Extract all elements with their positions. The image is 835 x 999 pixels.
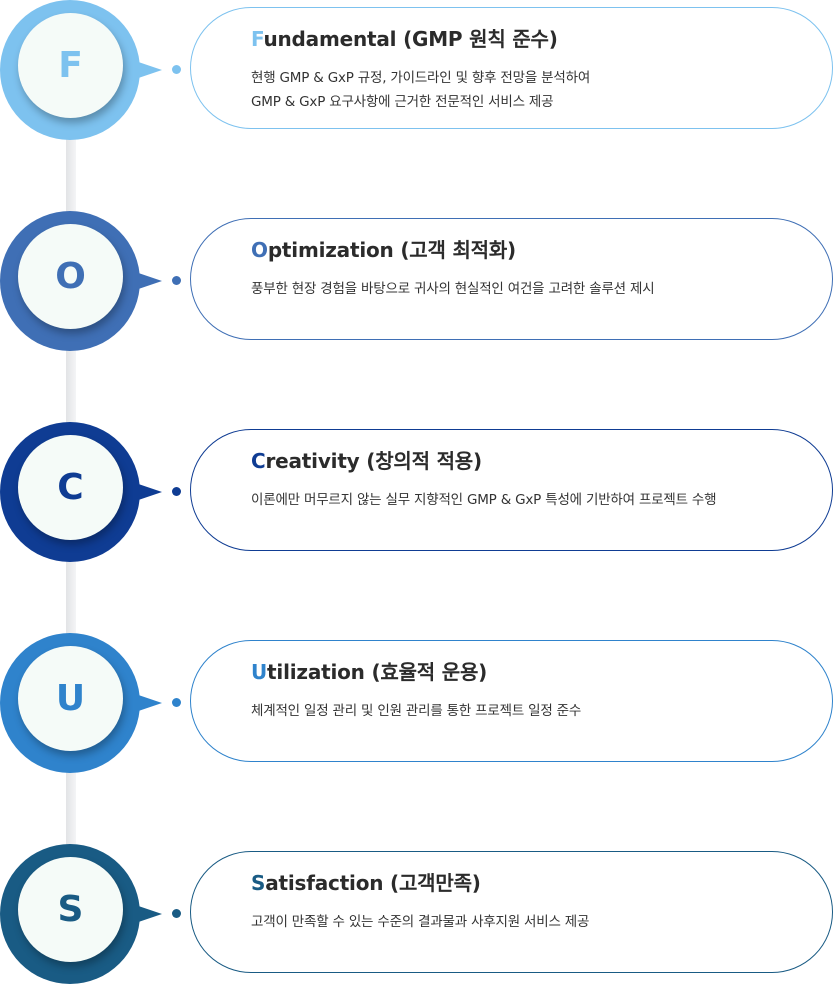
letter-u: U <box>55 677 86 719</box>
item-description: 이론에만 머무르지 않는 실무 지향적인 GMP & GxP 특성에 기반하여 … <box>251 488 717 512</box>
description-card: Creativity (창의적 적용) 이론에만 머무르지 않는 실무 지향적인… <box>190 429 833 551</box>
item-title: Satisfaction (고객만족) <box>251 867 481 896</box>
title-rest: reativity (창의적 적용) <box>265 449 482 473</box>
description-card: Optimization (고객 최적화) 풍부한 현장 경험을 바탕으로 귀사… <box>190 218 833 340</box>
connector-dot <box>172 909 181 918</box>
letter-badge: S <box>18 857 123 962</box>
focus-item-utilization: U Utilization (효율적 운용) 체계적인 일정 관리 및 인원 관… <box>0 633 835 773</box>
item-description: 고객이 만족할 수 있는 수준의 결과물과 사후지원 서비스 제공 <box>251 910 589 934</box>
focus-item-satisfaction: S Satisfaction (고객만족) 고객이 만족할 수 있는 수준의 결… <box>0 844 835 984</box>
item-description: 체계적인 일정 관리 및 인원 관리를 통한 프로젝트 일정 준수 <box>251 699 581 723</box>
connector-dot <box>172 276 181 285</box>
letter-o: O <box>55 255 86 297</box>
item-description: 풍부한 현장 경험을 바탕으로 귀사의 현실적인 여건을 고려한 솔루션 제시 <box>251 277 655 301</box>
connector-dot <box>172 487 181 496</box>
focus-item-creativity: C Creativity (창의적 적용) 이론에만 머무르지 않는 실무 지향… <box>0 422 835 562</box>
title-initial: O <box>251 238 268 262</box>
letter-badge: O <box>18 224 123 329</box>
item-title: Creativity (창의적 적용) <box>251 445 482 474</box>
letter-badge: F <box>18 13 123 118</box>
description-line: 풍부한 현장 경험을 바탕으로 귀사의 현실적인 여건을 고려한 솔루션 제시 <box>251 281 655 297</box>
title-initial: F <box>251 27 264 51</box>
connector-dot <box>172 65 181 74</box>
description-card: Satisfaction (고객만족) 고객이 만족할 수 있는 수준의 결과물… <box>190 851 833 973</box>
title-rest: tilization (효율적 운용) <box>267 660 488 684</box>
item-title: Fundamental (GMP 원칙 준수) <box>251 23 558 52</box>
title-initial: S <box>251 871 266 895</box>
title-initial: C <box>251 449 266 473</box>
connector-dot <box>172 698 181 707</box>
description-card: Fundamental (GMP 원칙 준수) 현행 GMP & GxP 규정,… <box>190 7 833 129</box>
description-line: 이론에만 머무르지 않는 실무 지향적인 GMP & GxP 특성에 기반하여 … <box>251 492 717 508</box>
letter-badge: C <box>18 435 123 540</box>
letter-c: C <box>57 466 84 508</box>
focus-item-fundamental: F Fundamental (GMP 원칙 준수) 현행 GMP & GxP 규… <box>0 0 835 140</box>
letter-badge: U <box>18 646 123 751</box>
focus-item-optimization: O Optimization (고객 최적화) 풍부한 현장 경험을 바탕으로 … <box>0 211 835 351</box>
description-card: Utilization (효율적 운용) 체계적인 일정 관리 및 인원 관리를… <box>190 640 833 762</box>
title-rest: ptimization (고객 최적화) <box>267 238 516 262</box>
title-rest: atisfaction (고객만족) <box>265 871 481 895</box>
title-rest: undamental (GMP 원칙 준수) <box>263 27 558 51</box>
letter-s: S <box>57 888 84 930</box>
item-description: 현행 GMP & GxP 규정, 가이드라인 및 향후 전망을 분석하여 GMP… <box>251 66 590 114</box>
title-initial: U <box>251 660 268 684</box>
description-line: 고객이 만족할 수 있는 수준의 결과물과 사후지원 서비스 제공 <box>251 914 590 930</box>
letter-f: F <box>58 44 83 86</box>
description-line: 현행 GMP & GxP 규정, 가이드라인 및 향후 전망을 분석하여 <box>251 70 591 86</box>
description-line: 체계적인 일정 관리 및 인원 관리를 통한 프로젝트 일정 준수 <box>251 703 582 719</box>
item-title: Optimization (고객 최적화) <box>251 234 516 263</box>
description-line: GMP & GxP 요구사항에 근거한 전문적인 서비스 제공 <box>251 94 554 110</box>
item-title: Utilization (효율적 운용) <box>251 656 487 685</box>
